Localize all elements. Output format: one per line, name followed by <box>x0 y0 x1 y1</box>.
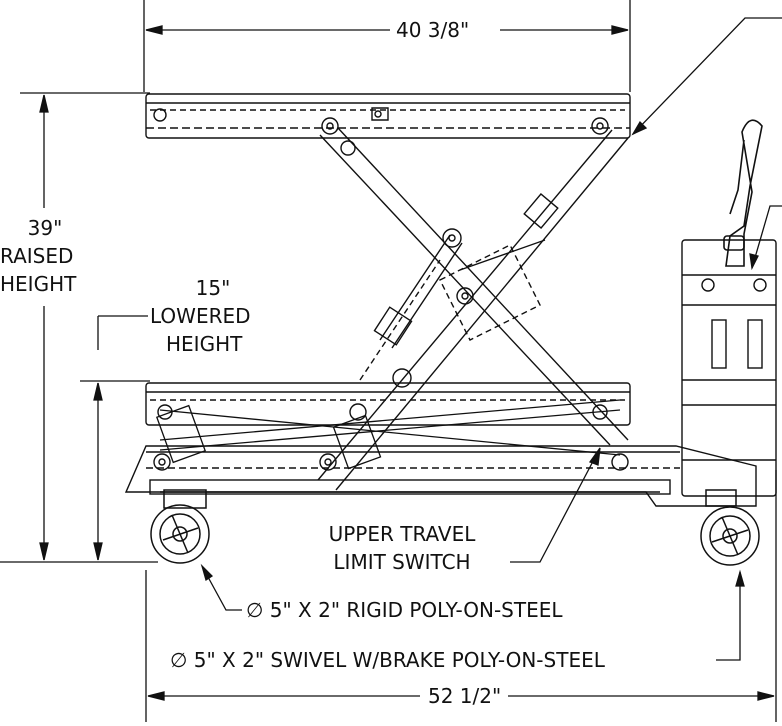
rigid-caster-label: ∅ 5" X 2" RIGID POLY-ON-STEEL <box>246 598 563 622</box>
limit-switch-line2: LIMIT SWITCH <box>302 550 502 574</box>
raised-height-dimension <box>0 92 158 563</box>
top-width-label: 40 3/8" <box>390 18 476 42</box>
swivel-caster-label: ∅ 5" X 2" SWIVEL W/BRAKE POLY-ON-STEEL <box>170 648 605 672</box>
push-handle <box>723 119 763 267</box>
raised-height-value: 39" <box>22 216 68 240</box>
raised-platform <box>145 93 631 139</box>
limit-switch-line1: UPPER TRAVEL <box>302 522 502 546</box>
swivel-caster-wheel <box>700 489 760 566</box>
overall-length-dimension <box>145 470 777 722</box>
hydraulic-cylinder <box>359 228 463 388</box>
lowered-height-dimension <box>80 315 150 561</box>
lowered-height-line2: HEIGHT <box>166 332 243 356</box>
top-width-dimension <box>143 0 631 92</box>
scissor-arms <box>317 127 629 491</box>
base-frame <box>124 445 757 507</box>
lowered-height-line1: LOWERED <box>150 304 251 328</box>
rigid-caster-wheel <box>150 489 210 564</box>
control-box <box>681 239 777 497</box>
leader-lines <box>200 17 782 661</box>
lowered-height-value: 15" <box>190 276 236 300</box>
raised-height-line2: HEIGHT <box>0 272 77 296</box>
lowered-scissor <box>155 399 621 470</box>
raised-height-line1: RAISED <box>0 244 74 268</box>
overall-length-label: 52 1/2" <box>422 684 508 708</box>
